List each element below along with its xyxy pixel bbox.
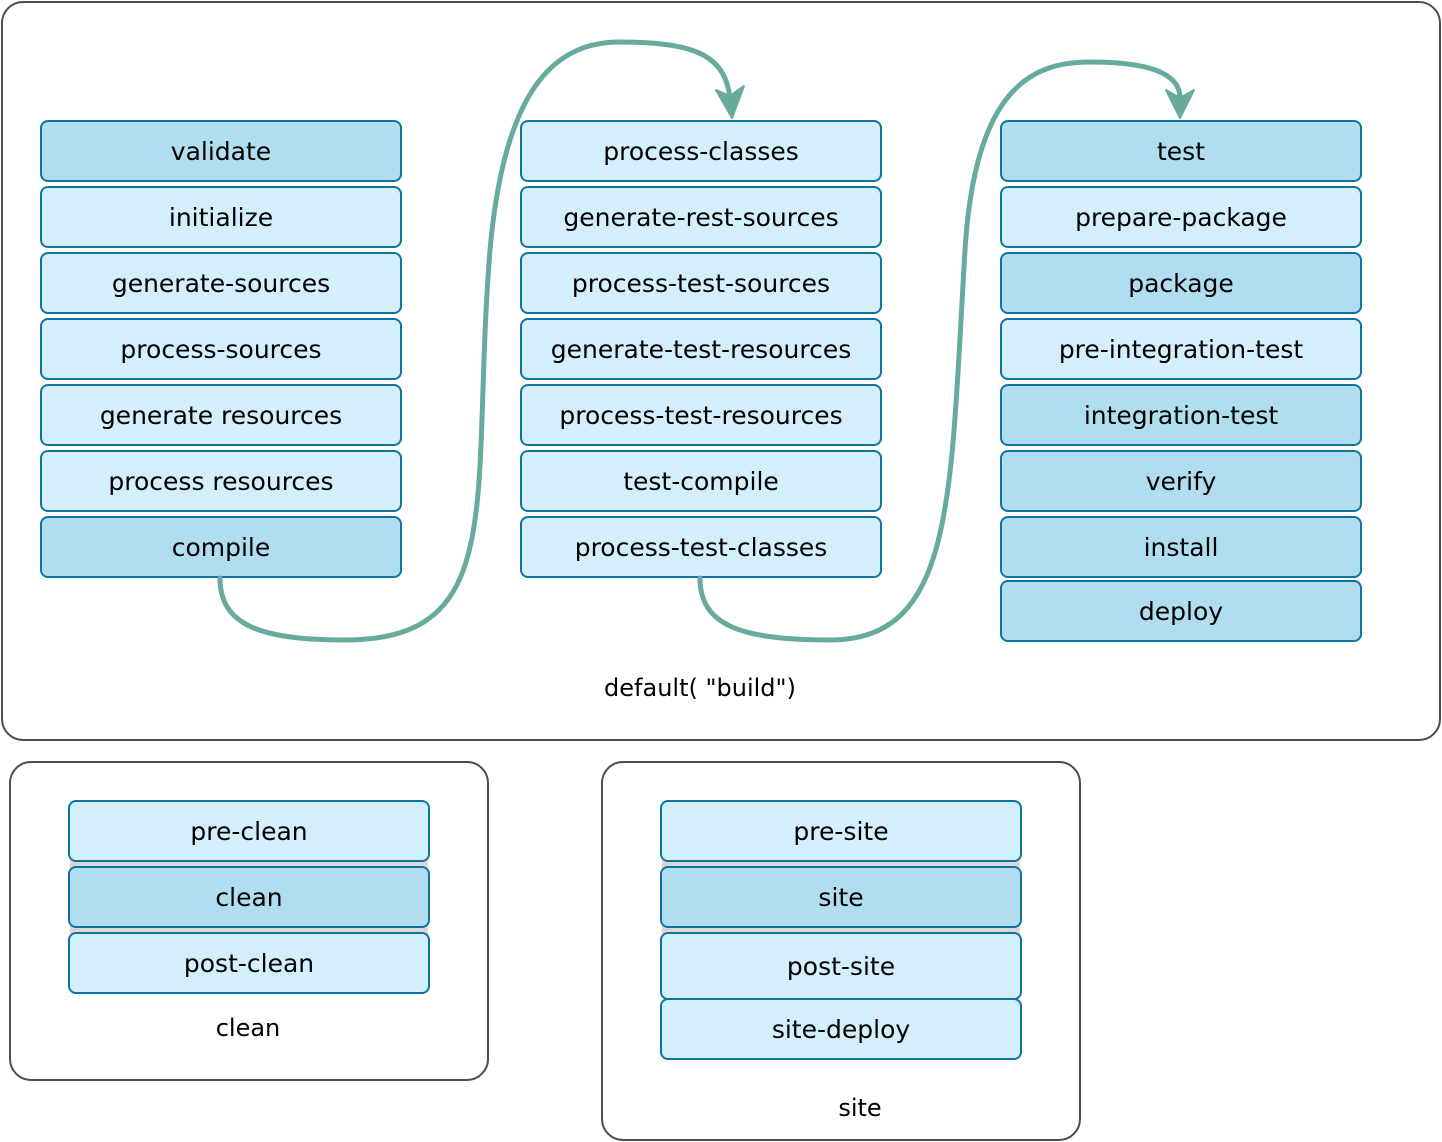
phase-pre-clean: pre-clean [68,800,430,862]
phase-generate-rest-sources: generate-rest-sources [520,186,882,248]
clean-gap-2 [70,926,428,934]
site-lifecycle-label: site [838,1094,882,1122]
phase-initialize: initialize [40,186,402,248]
phase-validate: validate [40,120,402,182]
phase-install: install [1000,516,1362,578]
phase-process-classes: process-classes [520,120,882,182]
phase-process-test-sources: process-test-sources [520,252,882,314]
phase-verify: verify [1000,450,1362,512]
phase-compile: compile [40,516,402,578]
site-gap-2 [662,926,1020,934]
phase-generate-resources: generate resources [40,384,402,446]
phase-deploy: deploy [1000,580,1362,642]
phase-post-site: post-site [660,932,1022,1000]
phase-pre-integration-test: pre-integration-test [1000,318,1362,380]
phase-process-sources: process-sources [40,318,402,380]
phase-process-test-classes: process-test-classes [520,516,882,578]
phase-process-resources: process resources [40,450,402,512]
phase-prepare-package: prepare-package [1000,186,1362,248]
clean-lifecycle-label: clean [215,1014,281,1042]
clean-gap-1 [70,860,428,868]
phase-generate-test-resources: generate-test-resources [520,318,882,380]
phase-site-deploy: site-deploy [660,998,1022,1060]
phase-clean: clean [68,866,430,928]
phase-site: site [660,866,1022,928]
phase-integration-test: integration-test [1000,384,1362,446]
phase-generate-sources: generate-sources [40,252,402,314]
phase-pre-site: pre-site [660,800,1022,862]
phase-post-clean: post-clean [68,932,430,994]
default-lifecycle-label: default( "build") [604,674,796,702]
site-gap-1 [662,860,1020,868]
phase-test-compile: test-compile [520,450,882,512]
phase-package: package [1000,252,1362,314]
phase-test: test [1000,120,1362,182]
phase-process-test-resources: process-test-resources [520,384,882,446]
